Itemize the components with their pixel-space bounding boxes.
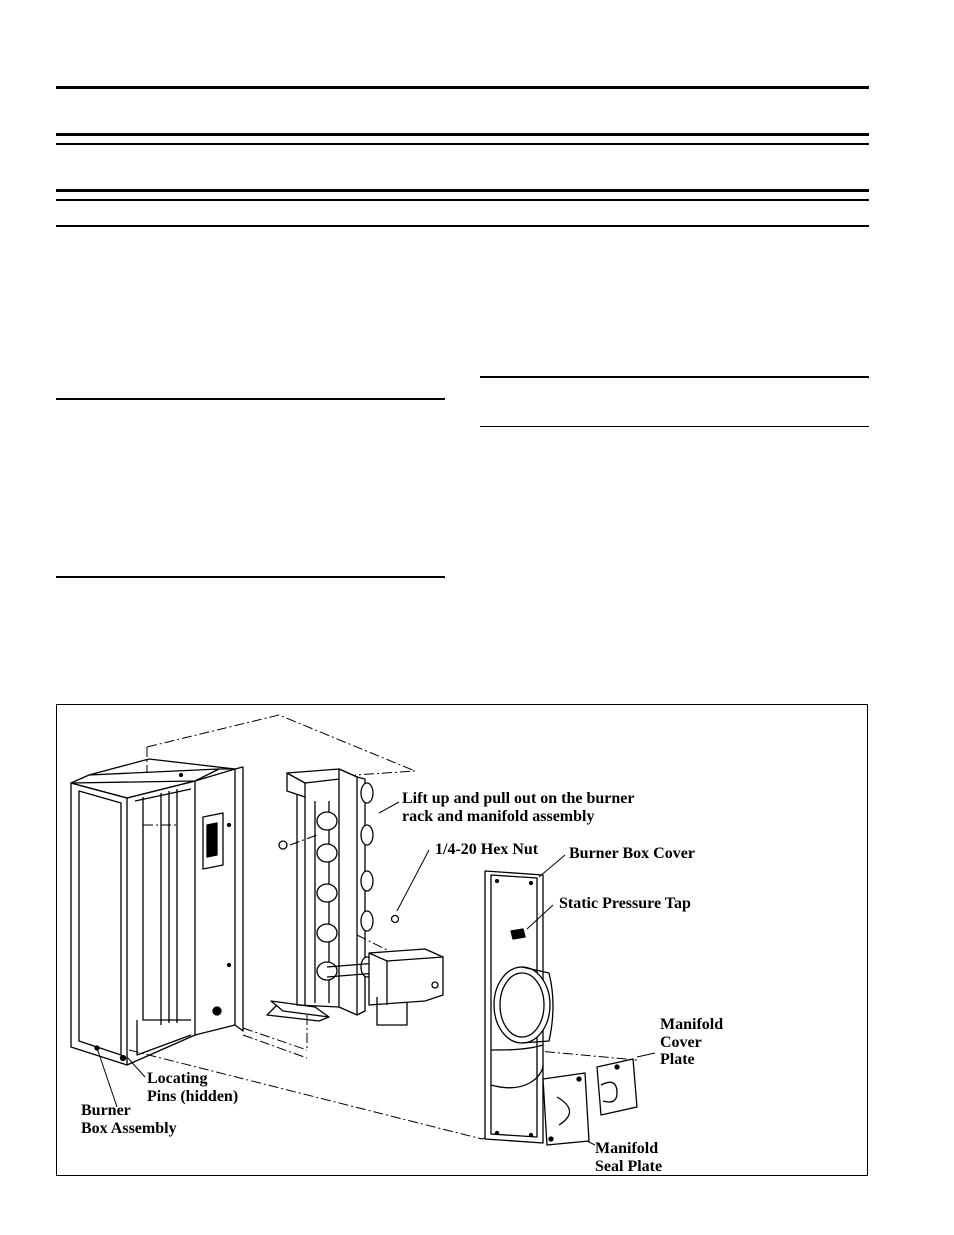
label-hex-nut: 1/4-20 Hex Nut: [435, 841, 539, 858]
label-burner-box-cover: Burner Box Cover: [569, 845, 695, 862]
right-section-rule-2: [480, 426, 869, 427]
header-rule-2b: [56, 143, 869, 145]
label-locating-pins-1: Locating: [147, 1070, 208, 1087]
label-lift-up-line2: rack and manifold assembly: [402, 808, 595, 825]
header-rule-2a: [56, 133, 869, 136]
label-locating-pins-2: Pins (hidden): [147, 1088, 239, 1105]
burner-rack-assembly: [266, 768, 444, 1026]
label-manifold-seal-plate-1: Manifold: [595, 1140, 659, 1157]
label-manifold-seal-plate-2: Seal Plate: [595, 1158, 663, 1175]
label-lift-up: Lift up and pull out on the burner: [402, 790, 635, 807]
leader-lines: [96, 801, 656, 1146]
label-static-pressure-tap: Static Pressure Tap: [559, 895, 691, 912]
label-manifold-cover-plate-3: Plate: [660, 1051, 695, 1068]
exploded-view-drawing: [70, 714, 656, 1146]
left-section-rule-2: [56, 576, 445, 578]
header-rule-3a: [56, 189, 869, 192]
right-section-rule-1: [480, 376, 869, 378]
label-manifold-cover-plate-2: Cover: [660, 1034, 702, 1051]
left-section-rule-1: [56, 398, 445, 400]
header-rule-4: [56, 225, 869, 227]
manifold-seal-plate: [542, 1072, 590, 1146]
header-rule-top: [56, 86, 869, 89]
label-burner-box-1: Burner: [81, 1102, 131, 1119]
burner-box-exploded-figure: Lift up and pull out on the burner rack …: [56, 704, 868, 1176]
burner-box-assembly: [70, 758, 244, 1066]
header-rule-3b: [56, 199, 869, 201]
manifold-cover-plate: [596, 1058, 638, 1116]
label-burner-box-2: Box Assembly: [81, 1120, 177, 1137]
label-manifold-cover-plate-1: Manifold: [660, 1016, 724, 1033]
burner-box-cover: [484, 870, 554, 1144]
